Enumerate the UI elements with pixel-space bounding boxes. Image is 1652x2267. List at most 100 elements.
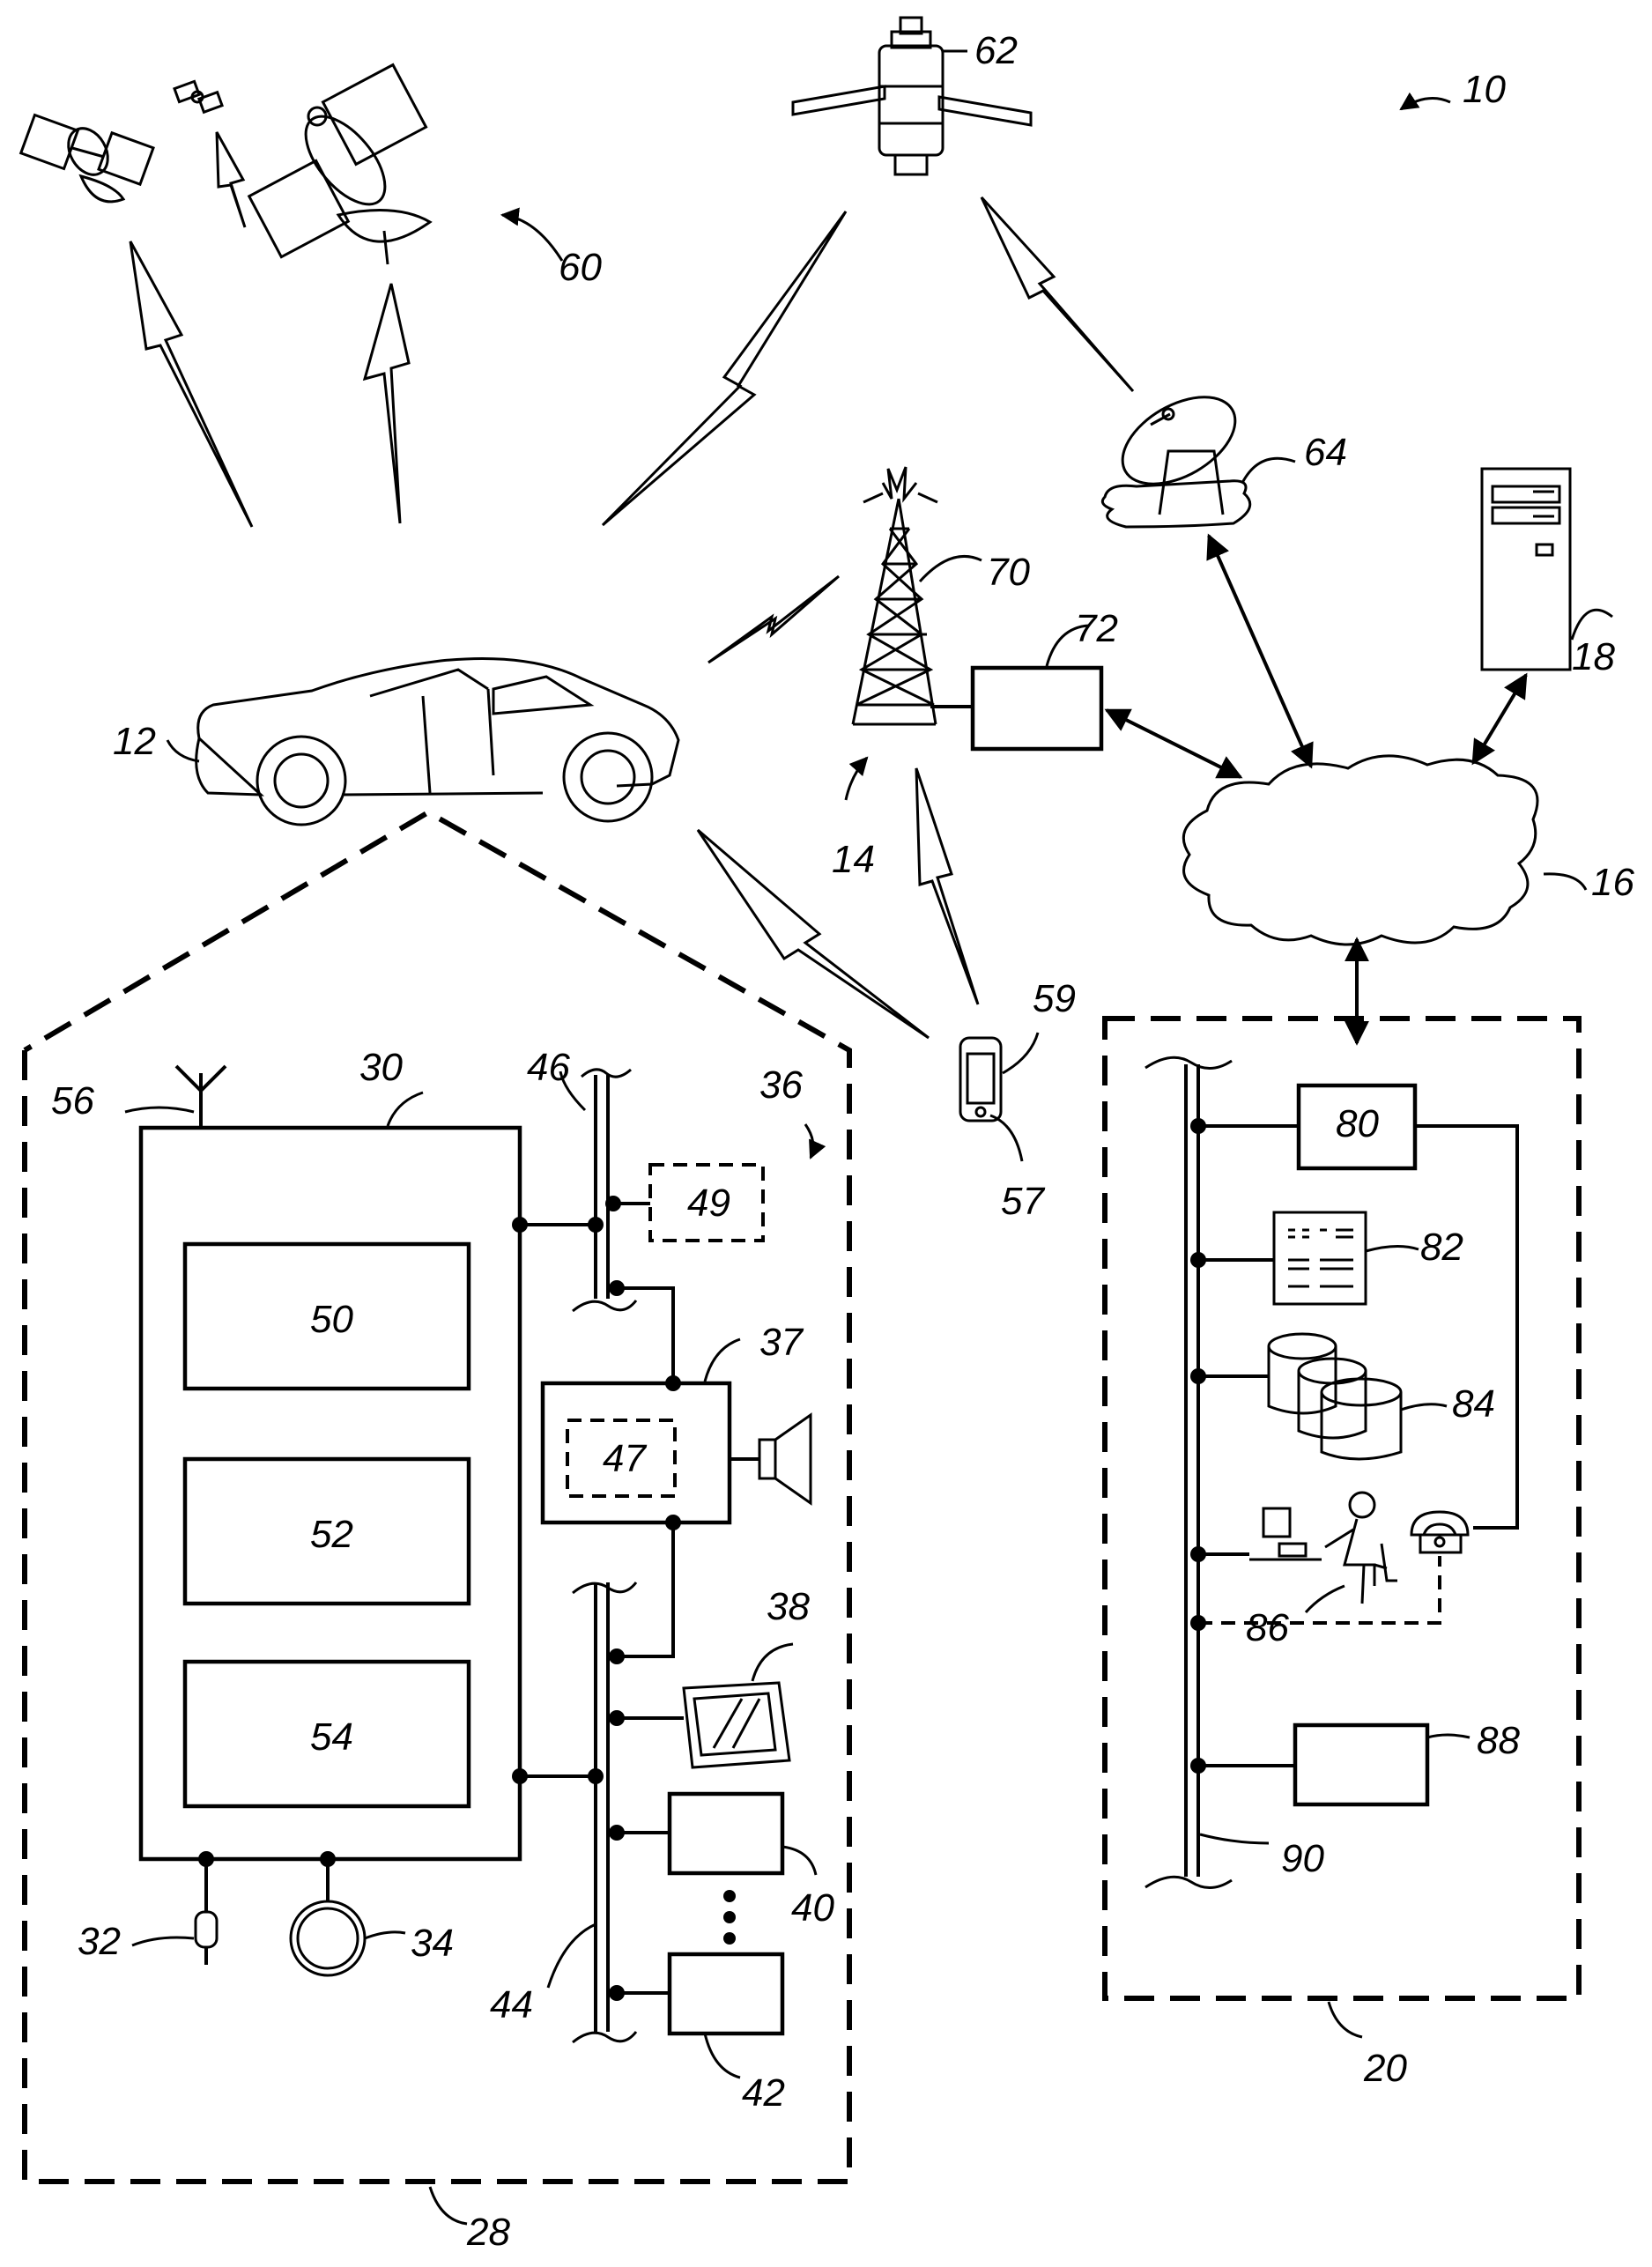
microphone-leader-line xyxy=(132,1937,194,1945)
ellipsis-dots xyxy=(723,1890,736,1945)
display-icon xyxy=(684,1683,789,1767)
module-40-box xyxy=(670,1794,782,1873)
gnss-satellite-constellation: 60 xyxy=(21,65,603,527)
modem-box xyxy=(1295,1725,1427,1804)
label-84: 84 xyxy=(1452,1382,1495,1426)
lan-90 xyxy=(1145,1057,1232,1887)
switch-to-phone-line xyxy=(1415,1126,1517,1528)
label-80: 80 xyxy=(1336,1102,1379,1145)
tower-to-phone-bolt xyxy=(916,768,978,1004)
label-47: 47 xyxy=(603,1437,647,1480)
antenna-icon xyxy=(176,1066,226,1128)
label-40: 40 xyxy=(791,1886,834,1930)
uplink-dish-icon xyxy=(1102,379,1249,527)
bus-46-to-audio-line xyxy=(617,1288,673,1383)
label-49: 49 xyxy=(687,1182,730,1225)
audio-to-bus-44-line xyxy=(617,1522,673,1656)
label-34: 34 xyxy=(411,1922,454,1965)
label-20: 20 xyxy=(1363,2047,1407,2090)
computer-to-cloud-arrow xyxy=(1473,675,1526,763)
antenna-leader-line xyxy=(125,1108,194,1112)
label-72: 72 xyxy=(1075,607,1118,650)
msc-to-cloud-arrow xyxy=(1107,710,1241,777)
gnss-satellite-small-icon xyxy=(174,81,222,112)
cell-tower-icon xyxy=(853,467,937,724)
tower-leader-line xyxy=(920,556,982,582)
vehicle-to-phone-bolt xyxy=(698,830,929,1038)
label-56: 56 xyxy=(51,1079,94,1122)
microphone-icon xyxy=(196,1912,217,1965)
mobile-phone-icon xyxy=(960,1038,1001,1121)
lan-leader xyxy=(1200,1834,1269,1843)
label-62: 62 xyxy=(974,29,1018,72)
call-center-leader xyxy=(1329,2002,1362,2037)
audio-component-leader xyxy=(705,1339,740,1382)
telephone-icon xyxy=(1411,1512,1468,1552)
server-leader xyxy=(1366,1246,1419,1251)
cloud-leader-line xyxy=(1544,874,1586,890)
label-82: 82 xyxy=(1420,1226,1463,1269)
label-64: 64 xyxy=(1304,431,1347,474)
system-reference-arrow xyxy=(1401,99,1450,110)
module-42-box xyxy=(670,1954,782,2034)
bus-44-leader xyxy=(548,1924,596,1988)
vehicle-to-tower-bolt xyxy=(708,576,839,663)
uplink-to-cloud-arrow xyxy=(1209,536,1311,767)
label-50: 50 xyxy=(310,1298,353,1341)
module-42-leader xyxy=(705,2034,740,2078)
electronics-leader-line xyxy=(430,2187,467,2224)
server-icon xyxy=(1274,1212,1366,1304)
advisor-leader xyxy=(1306,1586,1345,1612)
button-leader-line xyxy=(365,1932,405,1938)
label-70: 70 xyxy=(987,551,1030,594)
label-52: 52 xyxy=(310,1513,353,1556)
database-icon xyxy=(1269,1334,1401,1459)
advisor-phone-dashed-link xyxy=(1198,1556,1440,1623)
advisor-workstation-icon xyxy=(1249,1493,1397,1604)
bus-44 xyxy=(573,1582,636,2042)
label-12: 12 xyxy=(113,720,156,763)
phone-57-leader xyxy=(990,1115,1022,1161)
label-54: 54 xyxy=(310,1715,353,1759)
speaker-icon xyxy=(730,1415,811,1503)
module-40-leader xyxy=(782,1847,816,1875)
label-28: 28 xyxy=(466,2211,510,2254)
phone-59-leader xyxy=(1003,1033,1038,1073)
database-leader xyxy=(1401,1404,1447,1410)
mobile-switching-center-box xyxy=(973,668,1101,749)
label-14: 14 xyxy=(832,838,875,881)
label-86: 86 xyxy=(1246,1606,1289,1649)
display-leader xyxy=(752,1644,793,1681)
vehicle-leader-line xyxy=(167,740,199,761)
label-38: 38 xyxy=(767,1585,810,1628)
label-37: 37 xyxy=(759,1321,804,1364)
gnss-signal-bolts xyxy=(130,132,409,527)
label-42: 42 xyxy=(742,2071,785,2115)
satellite-to-uplink-bolt xyxy=(982,197,1133,391)
land-network-cloud-icon xyxy=(1183,756,1537,945)
label-59: 59 xyxy=(1033,977,1076,1020)
gnss-satellite-left-icon xyxy=(21,115,153,201)
label-18: 18 xyxy=(1572,635,1615,678)
label-90: 90 xyxy=(1281,1837,1324,1880)
gnss-reference-arrow xyxy=(502,215,562,261)
label-88: 88 xyxy=(1477,1719,1520,1762)
label-16: 16 xyxy=(1591,861,1634,904)
label-46: 46 xyxy=(527,1046,570,1089)
label-60: 60 xyxy=(559,246,602,289)
satellite-to-vehicle-link-bolt xyxy=(603,211,846,525)
cell-system-reference-arrow xyxy=(846,758,867,800)
gnss-satellite-large-icon xyxy=(249,65,430,264)
label-32: 32 xyxy=(78,1920,121,1963)
label-30: 30 xyxy=(359,1046,403,1089)
label-10: 10 xyxy=(1463,68,1506,111)
uplink-leader-line xyxy=(1242,458,1295,483)
vehicle-icon xyxy=(196,659,678,826)
modem-leader xyxy=(1427,1735,1470,1737)
computer-tower-icon xyxy=(1482,469,1570,670)
button-icon xyxy=(291,1901,365,1975)
label-44: 44 xyxy=(490,1983,533,2026)
audio-system-reference-arrow xyxy=(805,1124,813,1158)
telematics-leader-line xyxy=(388,1093,423,1126)
